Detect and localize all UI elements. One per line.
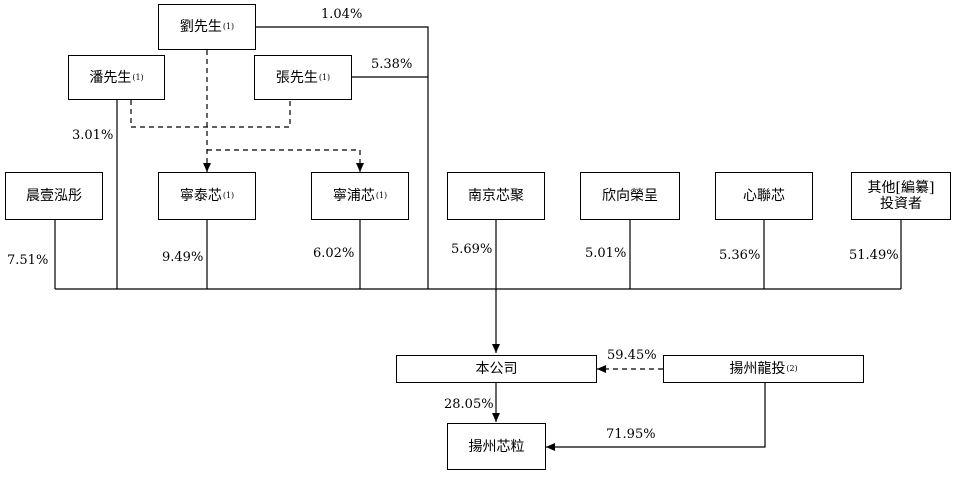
ningtai-note: (1) xyxy=(222,191,235,200)
company-box: 本公司 xyxy=(396,355,597,383)
yangzhou-xinli-box: 揚州芯粒 xyxy=(447,423,546,470)
pan-zhang-dashed xyxy=(130,100,291,128)
xinxiang-label: 欣向榮呈 xyxy=(602,188,658,204)
pct-others: 51.49% xyxy=(849,248,899,263)
other-investors-box: 其他[編纂] 投資者 xyxy=(851,172,951,220)
xinlian-box: 心聯芯 xyxy=(715,172,813,220)
pct-yzlt-yzxl: 71.95% xyxy=(606,427,656,442)
pct-yzlt-company: 59.45% xyxy=(607,348,657,363)
mr-zhang-label: 張先生 xyxy=(275,69,318,86)
pct-xinxiang: 5.01% xyxy=(585,246,627,261)
other-investors-line2: 投資者 xyxy=(880,196,922,212)
ningpu-dashed xyxy=(207,149,364,172)
mr-liu-note: (1) xyxy=(222,22,235,31)
nanjing-label: 南京芯聚 xyxy=(468,188,524,204)
pct-company-yzxl: 28.05% xyxy=(444,397,494,412)
xinxiang-box: 欣向榮呈 xyxy=(580,172,680,220)
yangzhou-longtou-label: 揚州龍投 xyxy=(729,361,786,377)
mr-liu-label: 劉先生 xyxy=(179,19,222,35)
pct-chenyi: 7.51% xyxy=(7,253,49,268)
yzlt-to-yzxl-line xyxy=(546,383,766,451)
mr-pan-box: 潘先生(1) xyxy=(68,55,165,100)
pct-liu-direct: 1.04% xyxy=(321,7,363,22)
pct-pan-direct: 3.01% xyxy=(72,128,114,143)
yangzhou-longtou-note: (2) xyxy=(786,364,798,373)
ningpu-label: 寧浦芯 xyxy=(332,188,375,204)
ningpu-box: 寧浦芯(1) xyxy=(311,172,409,220)
other-investors-line1: 其他[編纂] xyxy=(867,180,935,196)
mr-liu-box: 劉先生(1) xyxy=(158,4,256,50)
mr-pan-note: (1) xyxy=(132,72,144,82)
xinlian-label: 心聯芯 xyxy=(743,188,785,204)
mr-zhang-box: 張先生(1) xyxy=(254,55,352,100)
ningtai-label: 寧泰芯 xyxy=(179,188,222,204)
yangzhou-xinli-label: 揚州芯粒 xyxy=(468,438,525,455)
pct-ningpu: 6.02% xyxy=(313,246,355,261)
company-label: 本公司 xyxy=(475,361,518,377)
yangzhou-longtou-box: 揚州龍投(2) xyxy=(663,355,864,383)
pct-ningtai: 9.49% xyxy=(162,250,204,265)
ningtai-box: 寧泰芯(1) xyxy=(158,172,256,220)
chenyi-label: 晨壹泓彤 xyxy=(26,188,82,204)
pct-nanjing: 5.69% xyxy=(451,242,493,257)
mr-zhang-note: (1) xyxy=(318,72,331,82)
chenyi-box: 晨壹泓彤 xyxy=(5,172,103,220)
liu-direct-line xyxy=(256,26,429,289)
mr-pan-label: 潘先生 xyxy=(89,69,132,86)
ningpu-note: (1) xyxy=(375,191,388,200)
pct-zhang-direct: 5.38% xyxy=(371,57,413,72)
nanjing-box: 南京芯聚 xyxy=(447,172,545,220)
pct-xinlian: 5.36% xyxy=(719,248,761,263)
